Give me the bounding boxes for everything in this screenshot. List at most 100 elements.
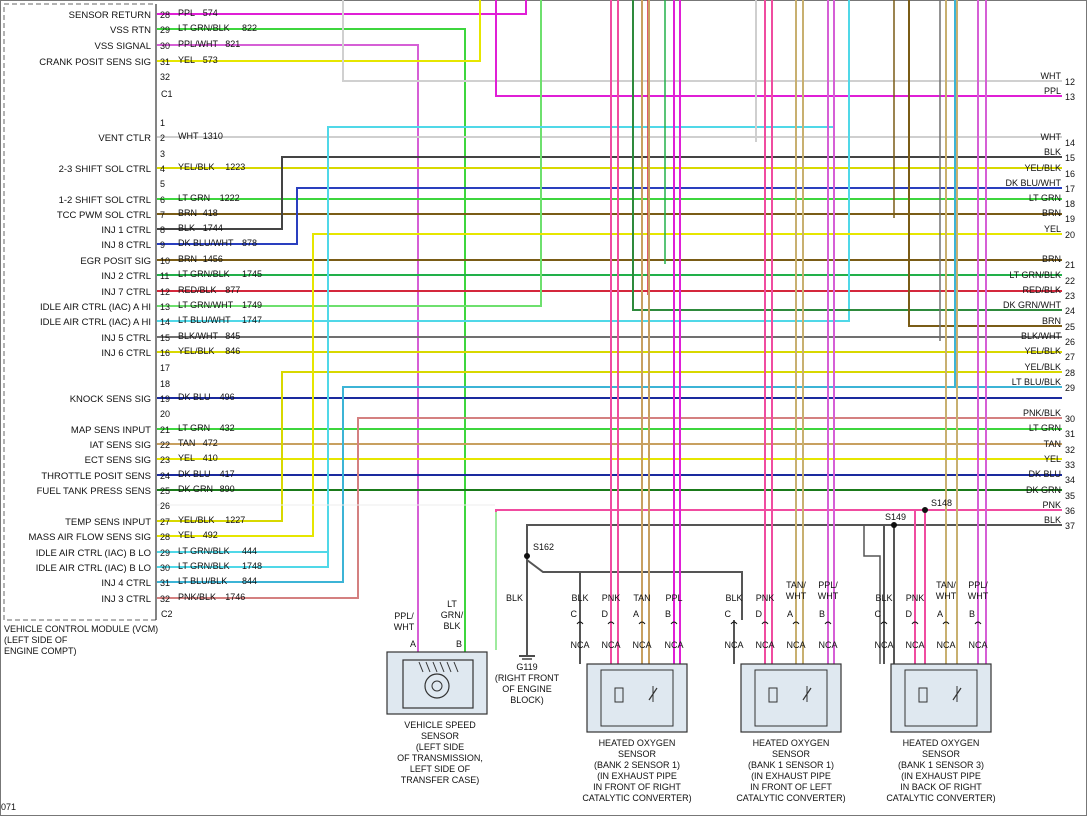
- right-wire-color: BLK: [1044, 515, 1061, 525]
- circuit-number: 417: [220, 469, 235, 479]
- right-wire-number: 30: [1065, 414, 1075, 424]
- o2-caption: (BANK 1 SENSOR 3): [898, 760, 984, 770]
- wire-c2-31: [157, 386, 1062, 583]
- pin-function-label: KNOCK SENS SIG: [70, 394, 151, 405]
- ground-caption: OF ENGINE: [502, 684, 552, 694]
- wire-color-label: LT GRN/WHT: [178, 300, 234, 310]
- wire-color-label: YEL: [178, 55, 195, 65]
- pin-number: 32: [160, 594, 170, 604]
- diagram-id: 071: [1, 802, 16, 812]
- pin-number: 11: [160, 271, 169, 281]
- right-wire-number: 19: [1065, 214, 1075, 224]
- o2-pin-letter: C: [571, 609, 578, 619]
- wire-c2-8: [157, 156, 1062, 230]
- wire-c1-31: [157, 0, 481, 62]
- terminal-icon: [974, 621, 982, 625]
- right-wire-number: 18: [1065, 199, 1075, 209]
- splice-s162-label: S162: [533, 542, 554, 552]
- circuit-number: 1748: [242, 561, 262, 571]
- wire-color-label: LT GRN/BLK: [178, 269, 230, 279]
- o2-nca-label: NCA: [632, 640, 651, 650]
- terminal-icon: [730, 621, 738, 625]
- circuit-number: 822: [242, 23, 257, 33]
- terminal-icon: [638, 621, 646, 625]
- pin-number: 18: [160, 379, 170, 389]
- wire-color-label: BRN: [178, 208, 197, 218]
- terminal-icon: [607, 621, 615, 625]
- o2-pin-letter: B: [819, 609, 825, 619]
- wire-color-label: BLK/WHT: [178, 331, 219, 341]
- terminal-icon: [576, 621, 584, 625]
- right-wire-color: YEL/BLK: [1024, 346, 1061, 356]
- ground-wire-color: BLK: [506, 593, 523, 603]
- ground-caption: (RIGHT FRONT: [495, 673, 560, 683]
- splice-s148-label: S148: [931, 498, 952, 508]
- o2-caption: (BANK 2 SENSOR 1): [594, 760, 680, 770]
- o2-nca-label: NCA: [786, 640, 805, 650]
- pin-function-label: CRANK POSIT SENS SIG: [39, 57, 151, 68]
- pin-function-label: THROTTLE POSIT SENS: [41, 471, 151, 482]
- right-wire-color: DK GRN/WHT: [1003, 300, 1061, 310]
- right-wire-number: 24: [1065, 306, 1075, 316]
- wire-color-label: DK BLU: [178, 469, 211, 479]
- pin-number: 30: [160, 563, 170, 573]
- o2-wire-color: PNK: [756, 593, 775, 603]
- pin-number: 20: [160, 409, 170, 419]
- heated-oxygen-sensor-2: CNCABLKDNCAPNKANCATAN/WHTBNCAPPL/WHTHEAT…: [724, 580, 845, 803]
- right-wire-color: DK BLU/WHT: [1005, 178, 1061, 188]
- vss-caption: OF TRANSMISSION,: [397, 753, 483, 763]
- right-wire-color: BRN: [1042, 316, 1061, 326]
- pin-number: 17: [160, 363, 170, 373]
- pin-function-label: INJ 6 CTRL: [101, 348, 151, 359]
- right-wire-number: 35: [1065, 491, 1075, 501]
- wire-c1-30: [157, 44, 419, 650]
- vss-pin-a: A: [410, 639, 416, 649]
- o2-wire-color: PPL/: [968, 580, 988, 590]
- right-wire-number: 32: [1065, 445, 1075, 455]
- o2-caption: (BANK 1 SENSOR 1): [748, 760, 834, 770]
- o2-nca-label: NCA: [664, 640, 683, 650]
- o2-caption: HEATED OXYGEN: [599, 738, 676, 748]
- circuit-number: 444: [242, 546, 257, 556]
- wire-c2-30: [157, 127, 329, 568]
- wire-color-label: PPL: [178, 8, 195, 18]
- o2-pin-letter: A: [787, 609, 793, 619]
- ground-caption: BLOCK): [510, 695, 544, 705]
- vss-wire-a-color: WHT: [394, 622, 415, 632]
- splice-s149-label: S149: [885, 512, 906, 522]
- o2-nca-label: NCA: [724, 640, 743, 650]
- o2-caption: (IN EXHAUST PIPE: [597, 771, 677, 781]
- wire-color-label: DK GRN: [178, 484, 213, 494]
- pin-number: 28: [160, 10, 170, 20]
- pin-function-label: ECT SENS SIG: [85, 455, 151, 466]
- splice-s162-dot: [524, 553, 530, 559]
- wire-c2-28: [157, 233, 1062, 537]
- pin-number: 29: [160, 25, 170, 35]
- right-wire-color: PPL: [1044, 86, 1061, 96]
- wire-color-label: PNK/BLK: [178, 592, 216, 602]
- pin-number: 28: [160, 532, 170, 542]
- gear-icon: [424, 673, 450, 699]
- right-wire-color: YEL/BLK: [1024, 362, 1061, 372]
- pin-number: 32: [160, 72, 170, 82]
- right-wire-number: 22: [1065, 276, 1075, 286]
- pin-number: 13: [160, 302, 170, 312]
- circuit-number: 418: [203, 208, 218, 218]
- wire-color-label: TAN: [178, 438, 195, 448]
- pin-function-label: INJ 4 CTRL: [101, 578, 151, 589]
- right-wire-number: 23: [1065, 291, 1075, 301]
- wire-c1-28: [157, 0, 527, 15]
- vss-caption: TRANSFER CASE): [401, 775, 480, 785]
- o2-caption: HEATED OXYGEN: [903, 738, 980, 748]
- pin-function-label: IDLE AIR CTRL (IAC) B LO: [36, 563, 151, 574]
- circuit-number: 1744: [203, 223, 223, 233]
- right-wire-number: 26: [1065, 337, 1075, 347]
- pin-number: 19: [160, 394, 170, 404]
- o2-wire-color: BLK: [875, 593, 892, 603]
- right-wire-color: YEL/BLK: [1024, 163, 1061, 173]
- wire-color-label: YEL: [178, 453, 195, 463]
- vss-wire-b-color: GRN/: [441, 610, 464, 620]
